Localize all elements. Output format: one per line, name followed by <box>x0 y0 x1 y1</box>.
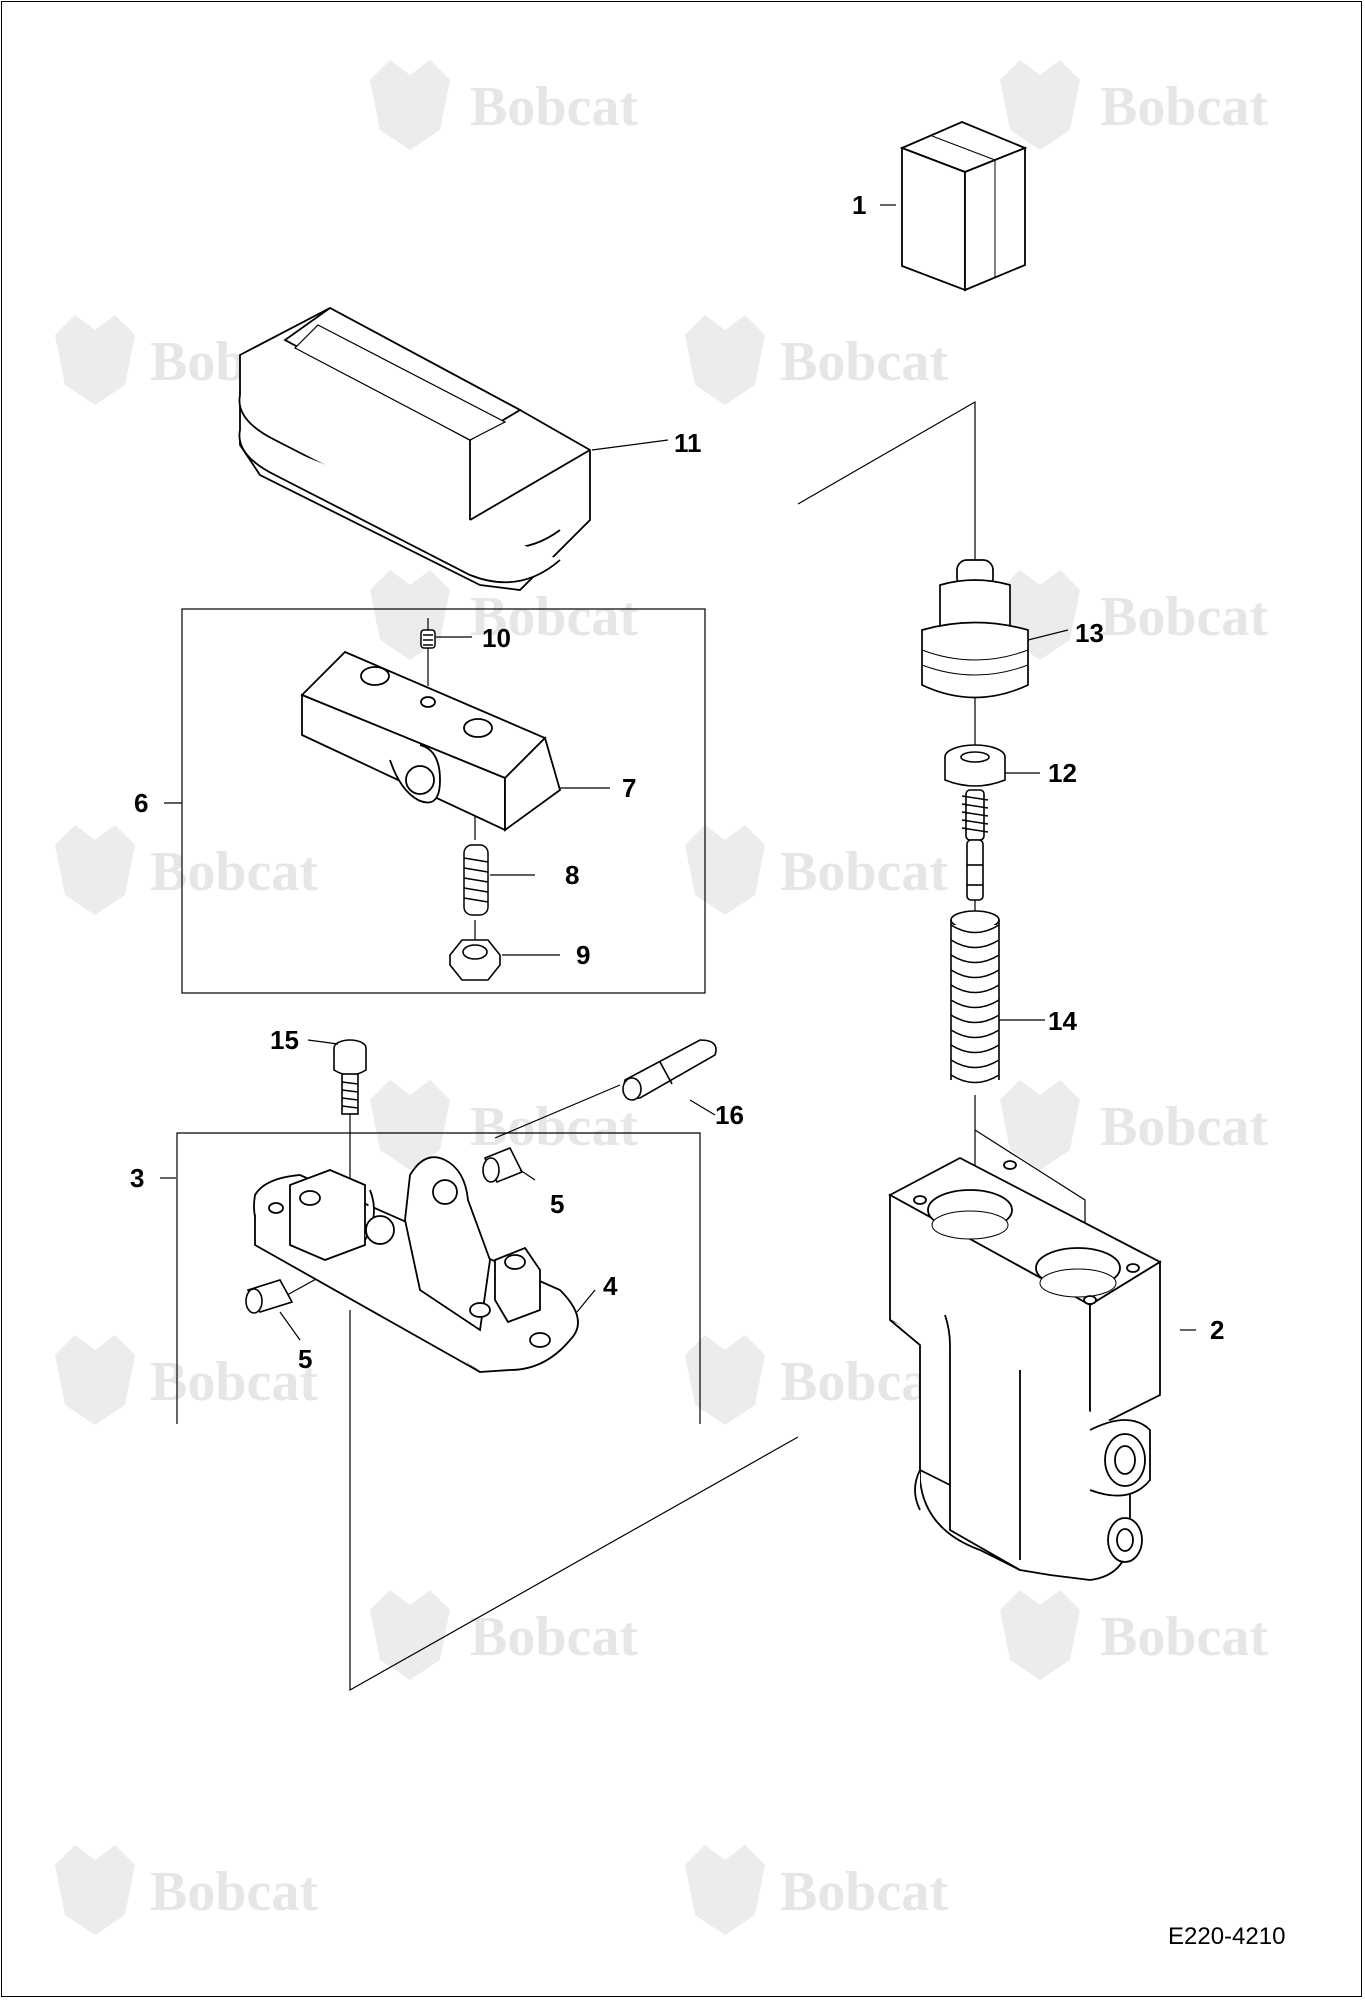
watermark-logo-icon <box>1000 60 1080 150</box>
valve-body-icon <box>888 1156 1162 1581</box>
guide-icon <box>921 559 1029 699</box>
watermark-logo-icon <box>685 825 765 915</box>
watermark-text: Bobcat <box>780 1861 948 1923</box>
lever-block-icon <box>300 650 562 832</box>
watermark-text: Bobcat <box>470 76 638 138</box>
nut-icon <box>449 939 501 981</box>
watermark-text: Bobcat <box>1100 1606 1268 1668</box>
plunger-icon <box>944 744 1006 901</box>
callout-14: 14 <box>1048 1006 1077 1036</box>
bushing-icon <box>245 1279 294 1314</box>
kit-box-icon <box>899 121 1028 292</box>
bracket-icon <box>253 1156 579 1373</box>
watermark-layer: Bobcat Bobcat Bobcat Bobcat Bobcat Bobca… <box>55 60 1268 1935</box>
pin-icon <box>622 1039 717 1101</box>
watermark-text: Bobcat <box>470 586 638 648</box>
watermark-text: Bobcat <box>150 1351 318 1413</box>
leader-lines <box>160 204 1196 1341</box>
callout-10: 10 <box>482 623 511 653</box>
callout-13: 13 <box>1075 618 1104 648</box>
watermark-logo-icon <box>55 1335 135 1425</box>
watermark-logo-icon <box>1000 1590 1080 1680</box>
stud-icon <box>463 844 489 916</box>
callout-16: 16 <box>715 1100 744 1130</box>
callout-5: 5 <box>298 1344 312 1374</box>
callout-1: 1 <box>852 190 866 220</box>
watermark-logo-icon <box>370 1080 450 1170</box>
spring-icon <box>950 910 1000 1084</box>
watermark-logo-icon <box>370 60 450 150</box>
watermark-logo-icon <box>685 315 765 405</box>
watermark-text: Bobcat <box>1100 586 1268 648</box>
document-id: E220-4210 <box>1168 1923 1285 1950</box>
assembly-bracket-3 <box>176 1132 701 1424</box>
boot-icon <box>238 306 591 591</box>
bushing-icon <box>482 1146 524 1184</box>
callout-15: 15 <box>270 1025 299 1055</box>
watermark-logo-icon <box>370 1590 450 1680</box>
callout-12: 12 <box>1048 758 1077 788</box>
watermark-text: Bobcat <box>1100 1096 1268 1158</box>
watermark-logo-icon <box>55 1845 135 1935</box>
callout-7: 7 <box>622 773 636 803</box>
set-screw-icon <box>420 629 436 649</box>
watermark-text: Bobcat <box>470 1096 638 1158</box>
watermark-text: Bobcat <box>150 1861 318 1923</box>
assembly-box-6 <box>181 608 706 994</box>
cap-screw-icon <box>333 1039 367 1115</box>
watermark-logo-icon <box>55 825 135 915</box>
watermark-text: Bobcat <box>470 1606 638 1668</box>
watermark-logo-icon <box>55 315 135 405</box>
callout-2: 2 <box>1210 1315 1224 1345</box>
watermark-text: Bobcat <box>780 331 948 393</box>
watermark-logo-icon <box>1000 1080 1080 1170</box>
watermark-text: Bobcat <box>1100 76 1268 138</box>
watermark-logo-icon <box>685 1335 765 1425</box>
callout-8: 8 <box>565 860 579 890</box>
callout-6: 6 <box>134 788 148 818</box>
callout-3: 3 <box>130 1163 144 1193</box>
callout-labels: 1 2 3 4 5 5 6 7 8 9 10 11 12 13 14 15 16 <box>130 190 1224 1374</box>
callout-4: 4 <box>603 1271 618 1301</box>
callout-9: 9 <box>576 940 590 970</box>
watermark-text: Bobcat <box>780 841 948 903</box>
callout-11: 11 <box>674 428 702 458</box>
watermark-text: Bobcat <box>150 841 318 903</box>
watermark-logo-icon <box>685 1845 765 1935</box>
callout-5: 5 <box>550 1189 564 1219</box>
watermark-logo-icon <box>370 570 450 660</box>
